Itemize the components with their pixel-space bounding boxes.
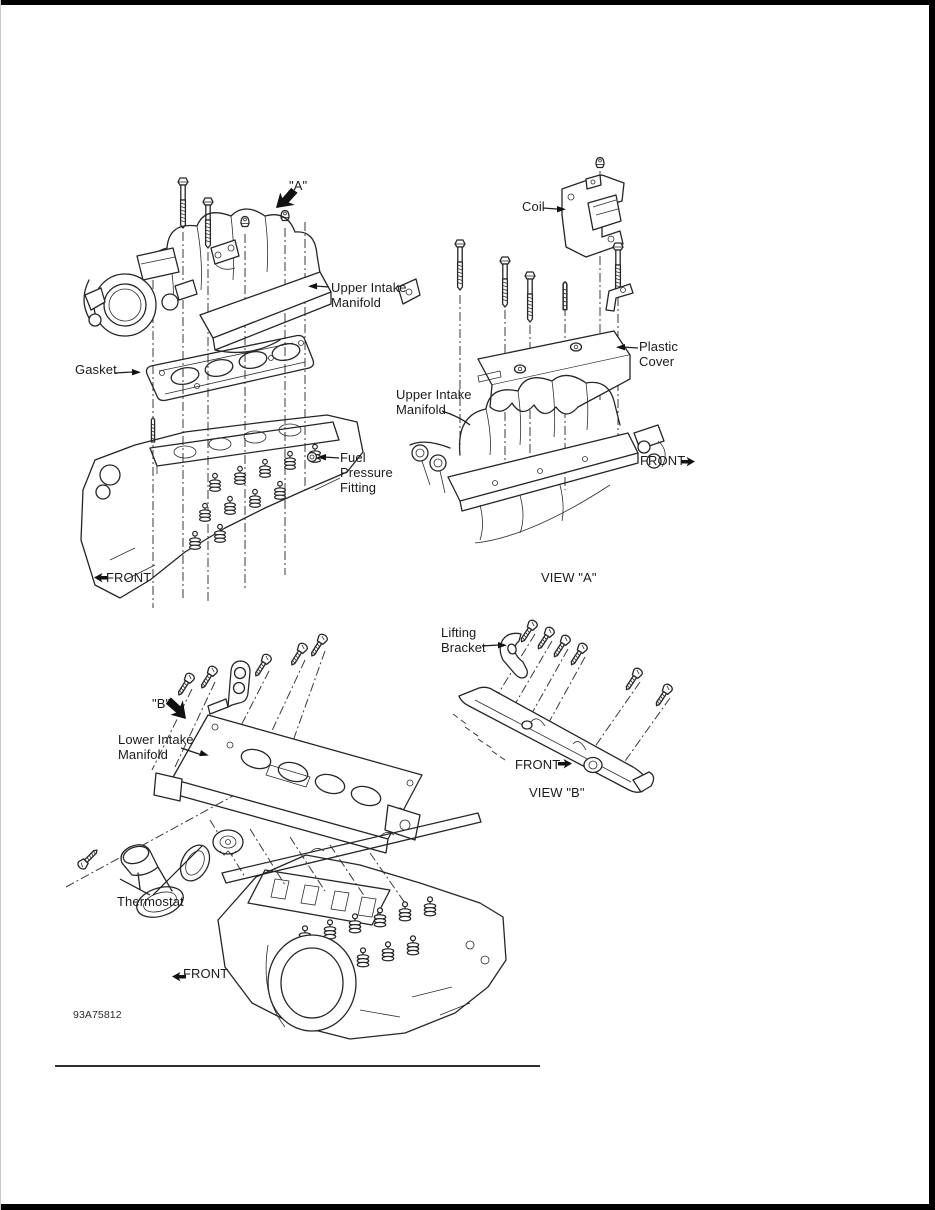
screw-icon xyxy=(622,665,645,693)
clip-bracket-drawing xyxy=(397,278,421,305)
upper-intake-manifold-label-2: Upper Intake Manifold xyxy=(396,387,472,418)
plastic-cover-drawing xyxy=(477,330,631,415)
thermostat-label: Thermostat xyxy=(117,894,184,909)
screw-icon xyxy=(567,640,590,668)
gasket-rail-drawing xyxy=(221,812,482,884)
lifting-bracket-drawing xyxy=(499,632,528,679)
lower-intake-exploded-drawing xyxy=(65,632,507,1040)
screw-icon xyxy=(197,664,220,691)
leader-lines xyxy=(119,747,210,896)
stud-icon xyxy=(150,417,156,443)
view-a-marker: "A" xyxy=(289,178,308,193)
bolt-icon xyxy=(524,271,536,323)
coil-drawing xyxy=(561,174,625,258)
screw-icon xyxy=(550,632,573,660)
screw-icon xyxy=(174,671,197,698)
view-b-marker: "B" xyxy=(152,696,171,711)
nut-icon xyxy=(280,209,290,222)
coil-label: Coil xyxy=(522,199,545,214)
bolt-centerlines xyxy=(152,222,306,608)
bolt-icon xyxy=(499,256,511,308)
page-border-left xyxy=(0,0,1,1210)
leader-lines xyxy=(441,206,639,426)
screw-icon xyxy=(652,681,675,709)
upper-intake-manifold-label: Upper Intake Manifold xyxy=(331,280,407,311)
lifting-bracket-label: Lifting Bracket xyxy=(441,625,486,656)
fuel-pressure-fitting-label: Fuel Pressure Fitting xyxy=(340,450,393,496)
front-label-1: FRONT xyxy=(106,570,152,585)
throttle-body-drawing xyxy=(83,247,198,337)
bolt-icon xyxy=(202,197,214,249)
lower-intake-manifold-drawing xyxy=(153,714,423,854)
stud-icon xyxy=(562,281,568,311)
page-border-top xyxy=(0,0,935,5)
figure-code: 93A75812 xyxy=(73,1009,122,1021)
page-border-bottom xyxy=(0,1204,935,1210)
bolt-icon xyxy=(612,242,624,294)
front-label-4: FRONT xyxy=(515,757,561,772)
view-b-drawing xyxy=(452,617,675,793)
screw-icon xyxy=(287,641,310,668)
nut-icon xyxy=(595,156,605,169)
screw-icon xyxy=(307,632,330,659)
screw-icon xyxy=(517,617,540,645)
view-a-drawing xyxy=(397,156,695,544)
hidden-lines xyxy=(452,713,506,761)
lower-intake-manifold-label: Lower Intake Manifold xyxy=(118,732,194,763)
bolt-icon xyxy=(177,177,189,229)
plastic-cover-label: Plastic Cover xyxy=(639,339,678,370)
upper-intake-manifold-drawing xyxy=(409,374,666,544)
front-label-2: FRONT xyxy=(640,453,686,468)
footer-rule xyxy=(55,1065,540,1067)
view-b-caption: VIEW "B" xyxy=(529,785,585,800)
cylinder-head-drawing xyxy=(80,414,364,599)
nut-icon xyxy=(240,215,250,228)
fuel-pressure-fitting-drawing xyxy=(306,451,318,463)
leader-lines xyxy=(481,642,507,649)
fuel-rail-drawing xyxy=(409,441,451,494)
thermostat-drawing xyxy=(75,829,244,918)
view-a-caption: VIEW "A" xyxy=(541,570,597,585)
rail-drawing xyxy=(458,686,655,793)
throttle-linkage-drawing xyxy=(633,424,666,469)
l-bracket-drawing xyxy=(605,283,634,312)
leader-lines xyxy=(114,283,340,461)
page-border-right xyxy=(929,0,935,1210)
bracket-drawing xyxy=(207,660,251,715)
engine-block-drawing xyxy=(217,854,507,1040)
upper-intake-manifold-drawing xyxy=(141,208,332,354)
screw-icon xyxy=(251,652,274,679)
screw-icon xyxy=(534,624,557,652)
upper-intake-exploded-drawing xyxy=(80,177,364,608)
bolt-icon xyxy=(454,239,466,291)
gasket-drawing xyxy=(145,334,315,402)
gasket-label: Gasket xyxy=(75,362,117,377)
front-label-3: FRONT xyxy=(183,966,229,981)
